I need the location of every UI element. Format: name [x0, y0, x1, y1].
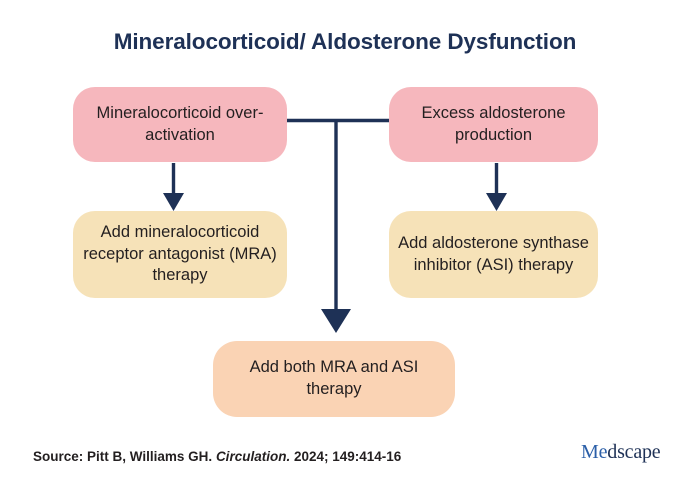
node-mineralocorticoid-overactivation[interactable]: Mineralocorticoid over-activation [73, 87, 287, 162]
node-excess-aldosterone-production[interactable]: Excess aldosterone production [389, 87, 598, 162]
medscape-logo[interactable]: Medscape [581, 440, 661, 464]
medscape-logo-lead: Me [581, 441, 608, 463]
source-journal: Circulation. [215, 449, 291, 464]
arrowhead-center [321, 309, 351, 333]
node-add-both-therapy[interactable]: Add both MRA and ASI therapy [213, 341, 455, 417]
arrowhead-left [163, 193, 184, 211]
medscape-logo-rest: dscape [607, 441, 661, 463]
source-prefix: Source: Pitt B, Williams GH. [33, 449, 213, 464]
page-title: Mineralocorticoid/ Aldosterone Dysfuncti… [113, 29, 577, 54]
arrowhead-right [486, 193, 507, 211]
node-label: Add mineralocorticoid receptor antagonis… [83, 222, 277, 285]
node-add-asi-therapy[interactable]: Add aldosterone synthase inhibitor (ASI)… [389, 211, 598, 298]
node-label: Add both MRA and ASI therapy [249, 358, 419, 398]
node-add-mra-therapy[interactable]: Add mineralocorticoid receptor antagonis… [73, 211, 287, 298]
node-label: Mineralocorticoid over-activation [96, 103, 264, 144]
node-label: Excess aldosterone production [421, 103, 566, 144]
source-citation: Source: Pitt B, Williams GH. Circulation… [33, 449, 401, 464]
node-label: Add aldosterone synthase inhibitor (ASI)… [398, 233, 589, 274]
source-citation-detail: 2024; 149:414-16 [293, 449, 402, 464]
